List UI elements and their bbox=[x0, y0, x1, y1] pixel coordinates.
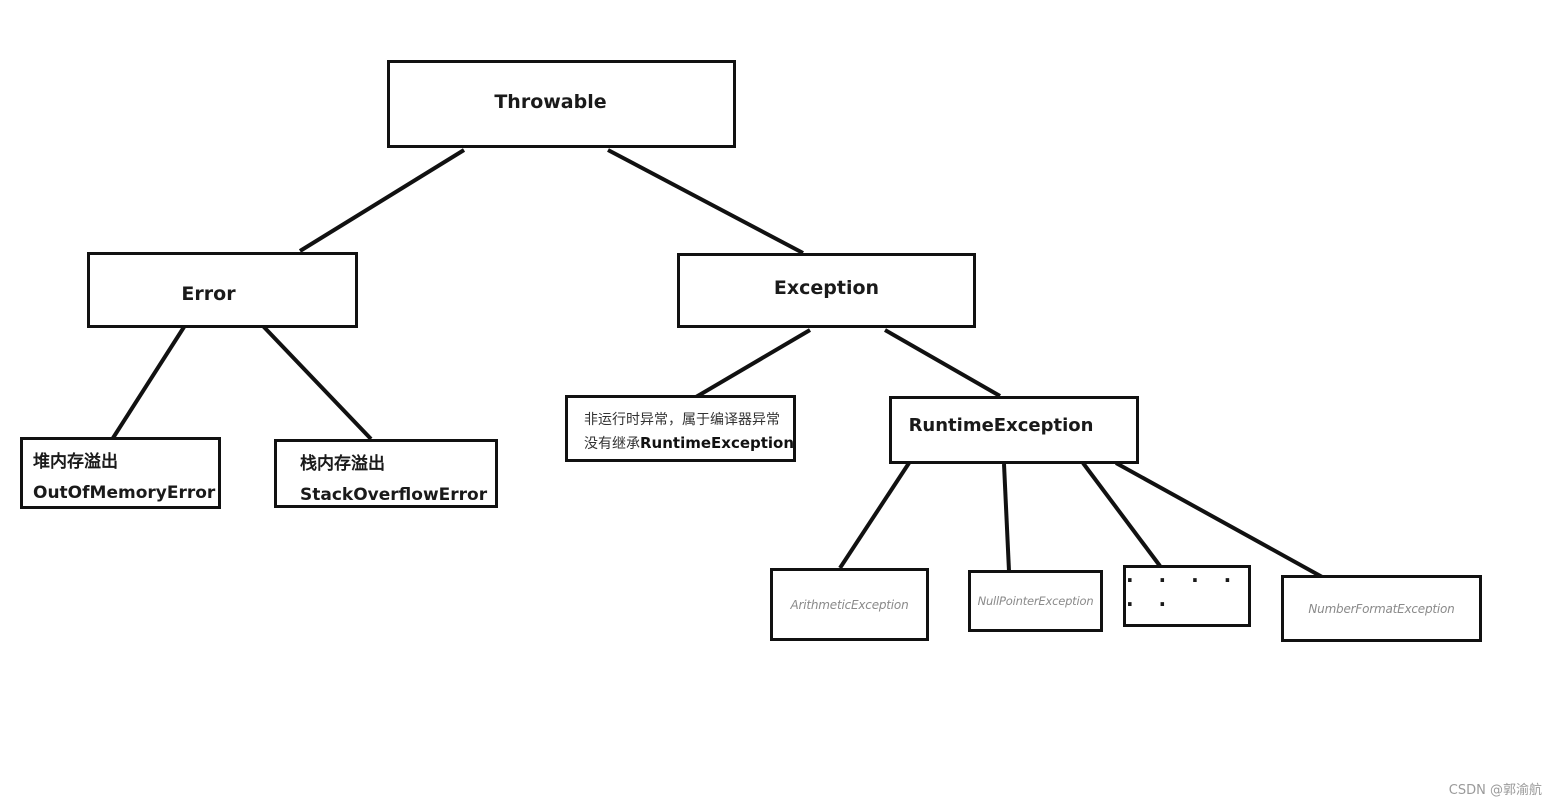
heap-overflow-node: 堆内存溢出 OutOfMemoryError bbox=[20, 437, 221, 509]
edge-exception-runtime bbox=[884, 328, 1001, 398]
runtime-exception-node: RuntimeException bbox=[889, 396, 1139, 464]
edge-runtime-numberformat bbox=[1115, 461, 1325, 580]
checked-note-runtime: RuntimeException bbox=[640, 434, 795, 452]
number-format-exception-node: NumberFormatException bbox=[1281, 575, 1482, 642]
arithmetic-exception-node: ArithmeticException bbox=[770, 568, 929, 641]
csdn-watermark: CSDN @郭渝航 bbox=[1448, 783, 1542, 798]
stack-overflow-label-cn: 栈内存溢出 bbox=[300, 454, 385, 474]
edge-exception-checked bbox=[694, 328, 812, 399]
stack-overflow-label-en: StackOverflowError bbox=[300, 485, 488, 505]
ellipsis-node: · · · · · · bbox=[1123, 565, 1251, 627]
checked-note-line2: 没有继承RuntimeException bbox=[584, 432, 795, 455]
arithmetic-exception-label: ArithmeticException bbox=[790, 597, 909, 612]
ellipsis-label: · · · · · · bbox=[1126, 568, 1241, 616]
heap-overflow-label-cn: 堆内存溢出 bbox=[33, 452, 118, 472]
checked-note-line1: 非运行时异常，属于编译器异常 bbox=[584, 412, 780, 428]
exception-label: Exception bbox=[773, 276, 880, 299]
throwable-label: Throwable bbox=[494, 91, 607, 113]
stack-overflow-node: 栈内存溢出 StackOverflowError bbox=[274, 439, 498, 508]
edge-throwable-exception bbox=[607, 148, 804, 255]
heap-overflow-label-en: OutOfMemoryError bbox=[33, 483, 216, 503]
error-label: Error bbox=[181, 283, 236, 305]
throwable-node: Throwable bbox=[387, 60, 736, 148]
edge-runtime-nullpointer bbox=[1002, 463, 1011, 572]
error-node: Error bbox=[87, 252, 358, 328]
edge-runtime-ellipsis bbox=[1081, 461, 1162, 568]
number-format-exception-label: NumberFormatException bbox=[1308, 601, 1455, 616]
edge-throwable-error bbox=[298, 148, 466, 253]
null-pointer-exception-label: NullPointerException bbox=[977, 594, 1094, 608]
runtime-exception-label: RuntimeException bbox=[908, 414, 1094, 436]
exception-node: Exception bbox=[677, 253, 976, 328]
edge-runtime-arithmetic bbox=[838, 461, 911, 570]
edge-error-heap bbox=[111, 325, 186, 440]
null-pointer-exception-node: NullPointerException bbox=[968, 570, 1103, 632]
checked-exception-note: 非运行时异常，属于编译器异常 没有继承RuntimeException bbox=[565, 395, 796, 462]
edge-error-stack bbox=[261, 324, 373, 441]
checked-note-prefix: 没有继承 bbox=[584, 436, 640, 452]
